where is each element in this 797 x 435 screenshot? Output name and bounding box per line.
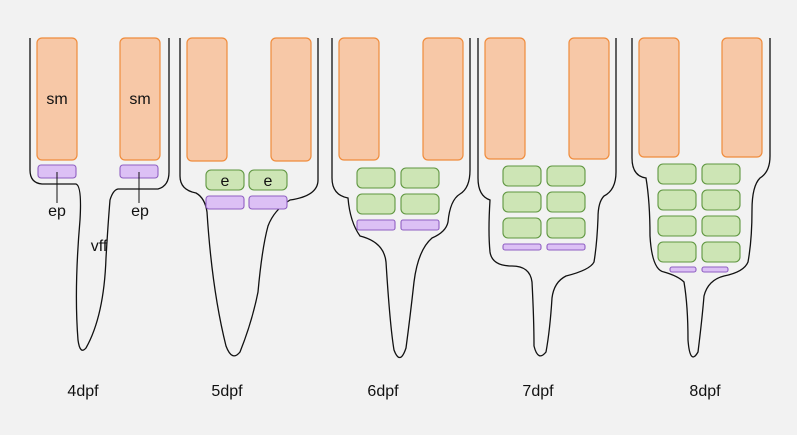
epidermis-cell: [701, 266, 729, 273]
body-outline-4dpf: [29, 38, 170, 351]
somite-block: [119, 37, 161, 161]
e-cell: [356, 193, 396, 215]
somite-block: [721, 37, 763, 158]
somite-block: [270, 37, 312, 162]
e-cell: [502, 165, 542, 187]
fin-fold-label: vff: [91, 238, 108, 255]
e-cell: [502, 191, 542, 213]
stage-4dpf: sm sm ep ep vff 4dpf: [29, 37, 170, 400]
somite-block: [638, 37, 680, 158]
stage-label-5dpf: 5dpf: [211, 383, 243, 400]
somite-label: sm: [129, 91, 150, 108]
e-cell: [502, 217, 542, 239]
e-cell: [701, 163, 741, 185]
e-cell-label: e: [264, 173, 273, 190]
somite-block: [186, 37, 228, 162]
epidermis-cell: [400, 219, 440, 231]
epidermis-cell: [546, 243, 586, 251]
e-cell: [546, 165, 586, 187]
stage-8dpf: 8dpf: [631, 37, 771, 400]
e-cell: [205, 169, 245, 191]
e-cell: [546, 191, 586, 213]
somite-block: [422, 37, 464, 161]
somite-block: [338, 37, 380, 161]
epidermis-label: ep: [48, 203, 66, 220]
stage-label-7dpf: 7dpf: [522, 383, 554, 400]
stage-6dpf: 6dpf: [331, 37, 471, 400]
body-outline-6dpf: [331, 38, 471, 359]
epidermis-cell: [502, 243, 542, 251]
somite-block: [36, 37, 78, 161]
somite-block: [484, 37, 526, 160]
e-cell: [701, 189, 741, 211]
stage-label-8dpf: 8dpf: [689, 383, 721, 400]
stage-5dpf: e e 5dpf: [179, 37, 319, 400]
e-cell: [657, 163, 697, 185]
somite-block: [568, 37, 610, 160]
e-cell: [701, 215, 741, 237]
e-cell: [546, 217, 586, 239]
epidermis-cell: [356, 219, 396, 231]
e-cell: [400, 193, 440, 215]
e-cell: [657, 189, 697, 211]
e-cell: [657, 241, 697, 263]
epidermis-cell: [205, 195, 245, 210]
body-outline-8dpf: [631, 38, 771, 358]
e-cell-label: e: [221, 173, 230, 190]
epidermis-cell: [248, 195, 288, 210]
body-outline-7dpf: [477, 38, 617, 357]
e-cell: [356, 167, 396, 189]
stage-label-4dpf: 4dpf: [67, 383, 99, 400]
e-cell: [248, 169, 288, 191]
stage-7dpf: 7dpf: [477, 37, 617, 400]
stage-label-6dpf: 6dpf: [367, 383, 399, 400]
e-cell: [657, 215, 697, 237]
e-cell: [400, 167, 440, 189]
somite-label: sm: [46, 91, 67, 108]
epidermis-cell: [669, 266, 697, 273]
e-cell: [701, 241, 741, 263]
epidermis-label: ep: [131, 203, 149, 220]
